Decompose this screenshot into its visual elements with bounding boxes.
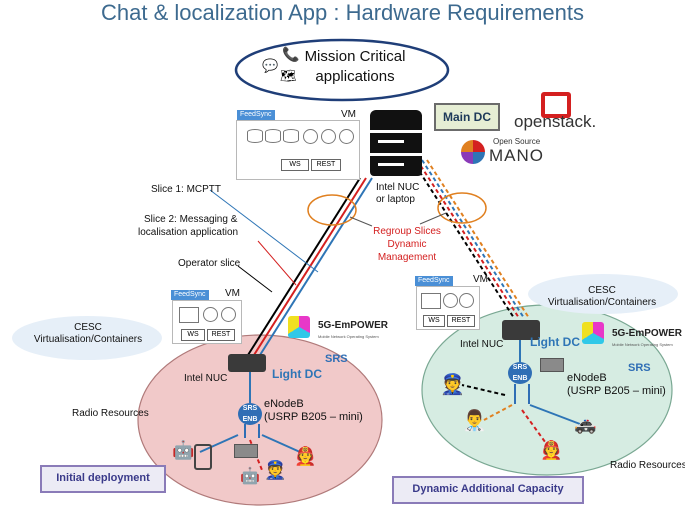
feedsync-tag: FeedSync bbox=[237, 110, 275, 120]
regroup-arrow-right bbox=[419, 212, 447, 225]
service-icon bbox=[459, 293, 474, 308]
main-dc-badge: Main DC bbox=[434, 103, 500, 131]
chat-icon: 💬 bbox=[262, 58, 279, 73]
vm-label: VM bbox=[225, 288, 240, 299]
vm-label: VM bbox=[473, 274, 488, 285]
server-label: Intel NUC or laptop bbox=[376, 182, 420, 205]
component-icon bbox=[179, 307, 199, 323]
intel-nuc-right bbox=[502, 320, 540, 340]
openstack-label: openstack. bbox=[514, 112, 597, 131]
ws-box: WS bbox=[281, 159, 309, 171]
slice1-label: Slice 1: MCPTT bbox=[151, 184, 222, 195]
slice1-pointer bbox=[209, 189, 319, 273]
vm-right: FeedSync VM WS REST bbox=[415, 274, 488, 330]
db-icon bbox=[283, 129, 299, 143]
slice2-pointer bbox=[257, 240, 297, 286]
mission-ellipse bbox=[234, 38, 450, 102]
service-icon bbox=[339, 129, 354, 144]
dyn-line-orange bbox=[426, 159, 530, 319]
police-icon: 👮 bbox=[440, 374, 465, 396]
vm-top: FeedSync VM WS REST bbox=[236, 109, 360, 180]
operator-slice-label: Operator slice bbox=[178, 258, 241, 269]
ws-box: WS bbox=[423, 315, 445, 327]
mission-label: Mission Critical applications bbox=[304, 48, 406, 85]
antenna-icon bbox=[244, 424, 260, 438]
empower-sub: Mobile Network Operating System bbox=[318, 334, 379, 339]
rest-box: REST bbox=[447, 315, 475, 327]
empower-label: 5G-EmPOWER bbox=[318, 320, 389, 331]
firefighter-icon: 🧑‍🚒 bbox=[540, 440, 563, 460]
intel-nuc-left bbox=[228, 354, 266, 372]
empower-logo-icon bbox=[288, 316, 310, 338]
page-title: Chat & localization App : Hardware Requi… bbox=[100, 0, 585, 25]
cesc-left-label: CESC Virtualisation/Containers bbox=[33, 322, 143, 345]
srs-logo: SRS bbox=[325, 353, 348, 365]
phone-device-icon bbox=[194, 444, 212, 470]
slice-group-right bbox=[437, 192, 487, 224]
service-icon bbox=[203, 307, 218, 322]
dyn-line-black bbox=[411, 159, 515, 319]
dyn-line-red bbox=[416, 159, 520, 319]
firefighter-icon: 🧑‍🚒 bbox=[294, 446, 317, 466]
app-icons: 💬 📞 🗺 bbox=[262, 46, 302, 90]
cesc-right-label: CESC Virtualisation/Containers bbox=[547, 285, 657, 308]
enodeb-left-label: eNodeB (USRP B205 – mini) bbox=[264, 398, 363, 423]
vm-left: FeedSync VM WS REST bbox=[171, 288, 242, 344]
radio-right-label: Radio Resources bbox=[610, 460, 685, 471]
server-icon bbox=[370, 110, 422, 178]
operator-pointer bbox=[237, 265, 273, 293]
cesc-cloud-left bbox=[12, 316, 162, 360]
slice2-label: Slice 2: Messaging & localisation applic… bbox=[138, 214, 239, 238]
light-dc-left: Light DC bbox=[272, 367, 322, 381]
srs-enb-left: SRS ENB bbox=[238, 403, 262, 425]
service-icon bbox=[321, 129, 336, 144]
srs-enb-right: SRS ENB bbox=[508, 362, 532, 384]
light-dc-right: Light DC bbox=[530, 335, 580, 349]
rest-box: REST bbox=[311, 159, 341, 171]
service-icon bbox=[303, 129, 318, 144]
ws-box: WS bbox=[181, 329, 205, 341]
rest-box: REST bbox=[207, 329, 235, 341]
db-icon bbox=[265, 129, 281, 143]
db-icon bbox=[247, 129, 263, 143]
regroup-label: Regroup Slices Dynamic Management bbox=[373, 226, 441, 263]
radio-left-label: Radio Resources bbox=[72, 408, 149, 419]
feedsync-tag: FeedSync bbox=[415, 276, 453, 286]
phone-icon: 📞 bbox=[282, 46, 300, 62]
dynamic-capacity-badge: Dynamic Additional Capacity bbox=[392, 476, 584, 504]
dyn-line-blue bbox=[421, 159, 525, 319]
police-icon: 👮 bbox=[264, 460, 287, 480]
antenna-icon bbox=[514, 384, 530, 404]
nuc-right-label: Intel NUC bbox=[460, 339, 504, 350]
nuc-left-label: Intel NUC bbox=[184, 373, 228, 384]
srs-logo: SRS bbox=[628, 362, 651, 374]
initial-deployment-badge: Initial deployment bbox=[40, 465, 166, 493]
component-icon bbox=[421, 293, 441, 309]
usrp-icon bbox=[540, 358, 564, 372]
empower-logo-icon bbox=[582, 322, 604, 344]
android-icon: 🤖 bbox=[240, 468, 260, 485]
usrp-icon bbox=[234, 444, 258, 458]
slice-group-left bbox=[307, 194, 357, 226]
service-icon bbox=[221, 307, 236, 322]
mano-logo-icon bbox=[461, 140, 485, 164]
mano-label: MANO bbox=[489, 146, 544, 165]
service-icon bbox=[443, 293, 458, 308]
android-icon: 🤖 bbox=[172, 440, 195, 460]
police-car-icon: 🚓 bbox=[574, 414, 597, 434]
slice-line-black bbox=[247, 177, 361, 356]
mano-small: Open Source bbox=[493, 137, 541, 146]
medic-icon: 👨‍⚕️ bbox=[462, 410, 487, 432]
cesc-cloud-right bbox=[528, 274, 678, 314]
slice-line-blue bbox=[259, 177, 373, 356]
regroup-arrow-left bbox=[349, 216, 373, 227]
feedsync-tag: FeedSync bbox=[171, 290, 209, 300]
empower-label: 5G-EmPOWER bbox=[612, 328, 683, 339]
enodeb-right-label: eNodeB (USRP B205 – mini) bbox=[567, 372, 666, 397]
vm-label: VM bbox=[341, 109, 356, 120]
empower-sub: Mobile Network Operating System bbox=[612, 342, 673, 347]
openstack-logo-icon bbox=[541, 92, 571, 118]
map-icon: 🗺 bbox=[280, 68, 297, 83]
